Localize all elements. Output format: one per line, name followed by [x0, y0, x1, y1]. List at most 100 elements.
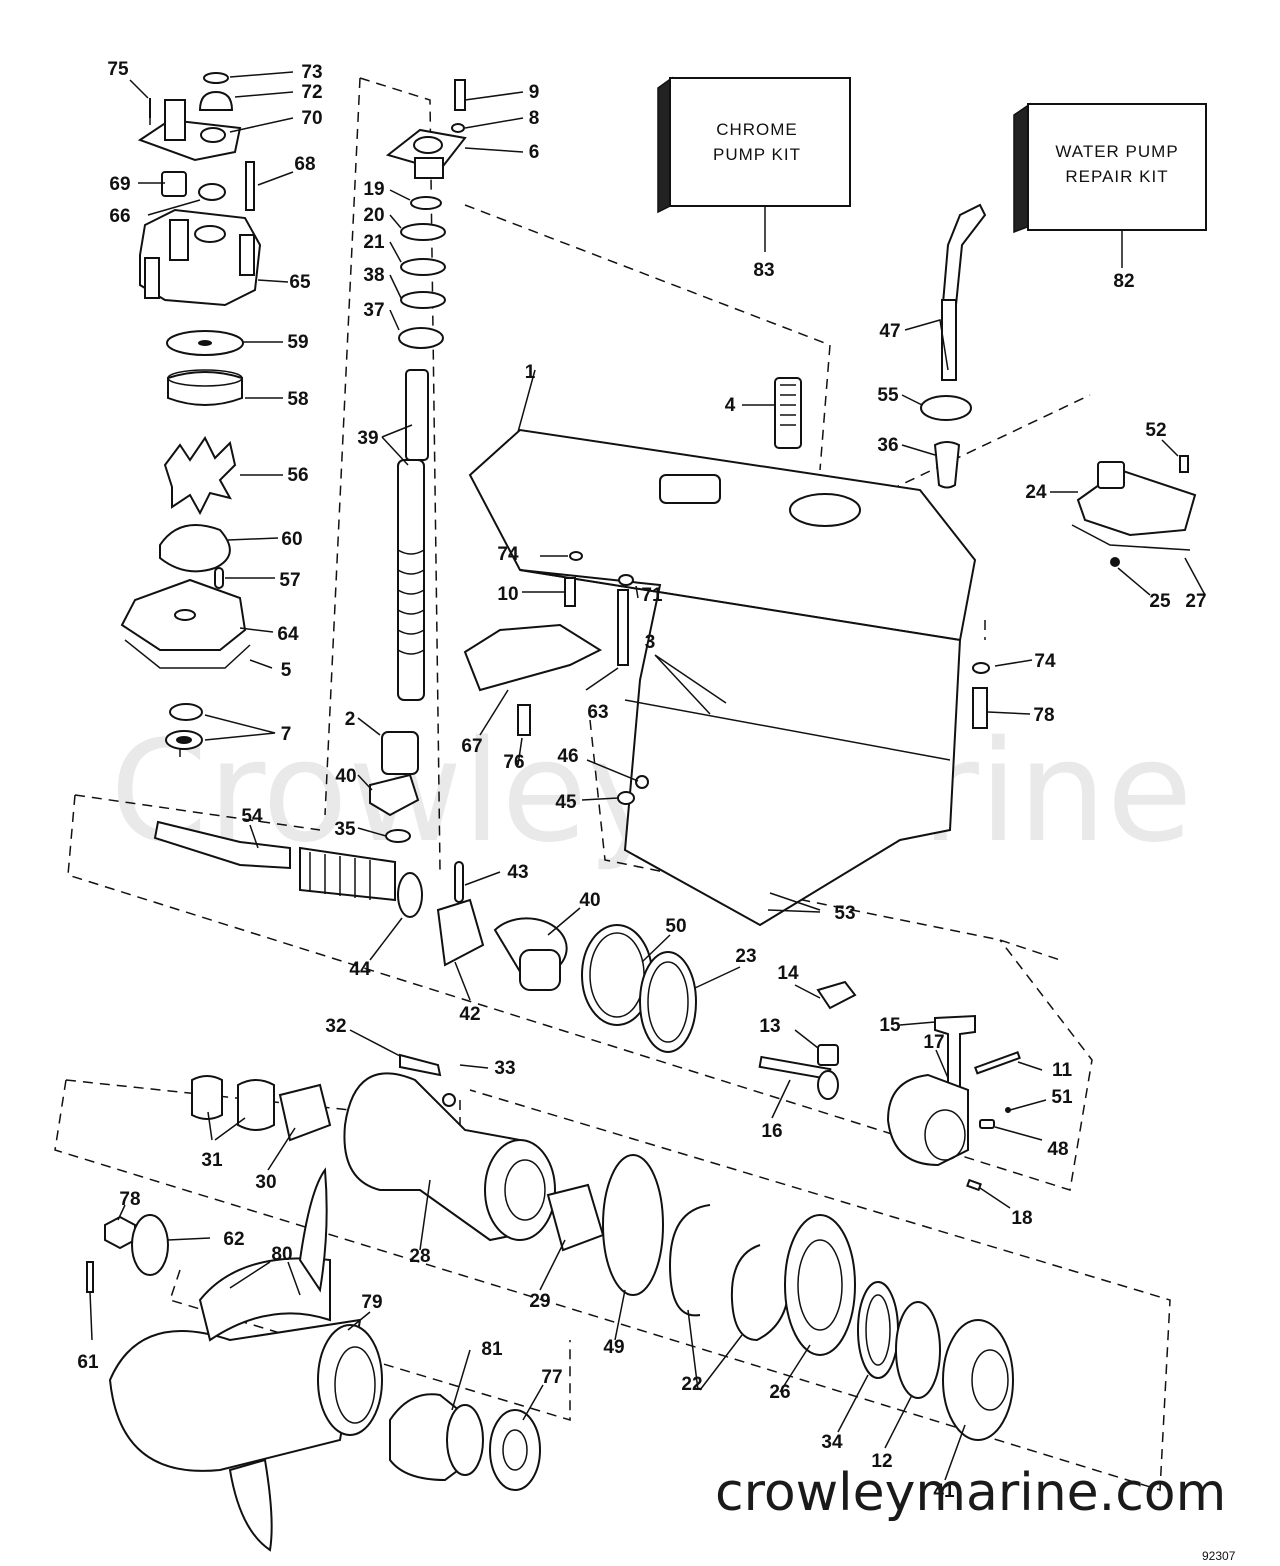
part-label: 12 — [871, 1451, 892, 1472]
part-label: 60 — [281, 529, 302, 550]
part-label: 34 — [821, 1432, 843, 1453]
part-label: 20 — [363, 205, 384, 226]
part-label: 53 — [834, 903, 855, 924]
part-label: 78 — [1033, 705, 1054, 726]
part-label: 3 — [645, 632, 656, 653]
part-label: 59 — [287, 332, 308, 353]
part-label: 38 — [363, 265, 384, 286]
figure-number: 92307 — [1202, 1549, 1236, 1563]
part-label: 49 — [603, 1337, 624, 1358]
part-label: 42 — [459, 1004, 480, 1025]
part-label: 78 — [119, 1189, 140, 1210]
part-label: 73 — [301, 62, 322, 83]
part-label: 5 — [281, 660, 292, 681]
water-kit-line1: WATER PUMP — [1055, 142, 1178, 161]
part-label: 17 — [923, 1032, 944, 1053]
propshaft-assembly — [153, 820, 697, 1053]
driveshaft-parts — [369, 79, 467, 843]
part-label: 71 — [641, 585, 663, 606]
leader-lines — [89, 71, 1206, 1481]
part-label: 6 — [529, 142, 540, 163]
part-label: 43 — [507, 862, 528, 883]
part-label: 37 — [363, 300, 384, 321]
part-label: 40 — [335, 766, 356, 787]
part-label: 13 — [759, 1016, 780, 1037]
part-label: 28 — [409, 1246, 430, 1267]
part-label: 41 — [933, 1481, 955, 1502]
part-label: 10 — [497, 584, 518, 605]
part-label: 70 — [301, 108, 322, 129]
part-label: 29 — [529, 1291, 550, 1312]
part-label: 77 — [541, 1367, 562, 1388]
part-label: 79 — [361, 1292, 382, 1313]
part-label: 11 — [1052, 1060, 1073, 1081]
part-label: 33 — [494, 1058, 515, 1079]
water-pump-repair-kit-box: WATER PUMP REPAIR KIT — [1013, 102, 1207, 268]
part-label: 35 — [334, 819, 356, 840]
part-label: 39 — [357, 428, 378, 449]
shift-rod-and-cover — [920, 203, 1197, 729]
part-label: 44 — [349, 959, 371, 980]
part-label: 1 — [525, 362, 536, 383]
part-label: 76 — [503, 752, 524, 773]
part-label: 23 — [735, 946, 756, 967]
part-label: 32 — [325, 1016, 346, 1037]
seal-rings-and-gear — [602, 1154, 1014, 1441]
part-label: 56 — [287, 465, 308, 486]
part-label: 66 — [109, 206, 130, 227]
part-label: 21 — [363, 232, 385, 253]
part-label: 61 — [77, 1352, 99, 1373]
part-label: 57 — [279, 570, 300, 591]
part-label: 2 — [345, 709, 356, 730]
part-label: 22 — [681, 1374, 702, 1395]
part-label: 48 — [1047, 1139, 1068, 1160]
part-label: 4 — [725, 395, 736, 416]
part-label: 8 — [529, 108, 540, 129]
part-label: 74 — [497, 544, 519, 565]
part-label: 75 — [107, 59, 129, 80]
part-label: 7 — [281, 724, 292, 745]
part-label: 55 — [877, 385, 899, 406]
part-label: 26 — [769, 1382, 790, 1403]
shift-linkage-parts — [758, 980, 1021, 1192]
part-label: 19 — [363, 179, 384, 200]
part-label: 80 — [271, 1244, 292, 1265]
part-label: 68 — [294, 154, 315, 175]
part-label: 45 — [555, 792, 577, 813]
water-pump-parts — [120, 72, 262, 750]
part-label: 18 — [1011, 1208, 1032, 1229]
chrome-kit-line2: PUMP KIT — [713, 145, 801, 164]
footer-url: crowleymarine.com — [715, 1463, 1226, 1523]
water-kit-line2: REPAIR KIT — [1065, 167, 1168, 186]
part-label: 24 — [1025, 482, 1047, 503]
chrome-pump-kit-box: CHROME PUMP KIT — [657, 76, 851, 252]
part-label: 52 — [1145, 420, 1166, 441]
water-kit-number: 82 — [1113, 271, 1134, 292]
part-label: 72 — [301, 82, 322, 103]
part-label: 69 — [109, 174, 130, 195]
chrome-kit-number: 83 — [753, 260, 774, 281]
chrome-kit-line1: CHROME — [716, 120, 798, 139]
bearing-housing-assembly — [191, 1053, 605, 1252]
part-label: 63 — [587, 702, 608, 723]
part-label: 25 — [1149, 591, 1171, 612]
part-label: 64 — [277, 624, 299, 645]
part-label: 31 — [201, 1150, 223, 1171]
part-label: 58 — [287, 389, 308, 410]
part-label: 47 — [879, 321, 900, 342]
part-label: 81 — [481, 1339, 503, 1360]
part-label: 65 — [289, 272, 311, 293]
part-label: 67 — [461, 736, 482, 757]
part-label: 14 — [777, 963, 799, 984]
part-label: 9 — [529, 82, 540, 103]
part-label: 15 — [879, 1015, 901, 1036]
part-label: 74 — [1034, 651, 1056, 672]
part-label: 54 — [241, 806, 263, 827]
part-label: 51 — [1051, 1087, 1073, 1108]
part-label: 30 — [255, 1172, 276, 1193]
part-label: 36 — [877, 435, 898, 456]
propeller-assembly — [86, 1167, 541, 1552]
part-label: 27 — [1185, 591, 1206, 612]
part-label: 62 — [223, 1229, 244, 1250]
